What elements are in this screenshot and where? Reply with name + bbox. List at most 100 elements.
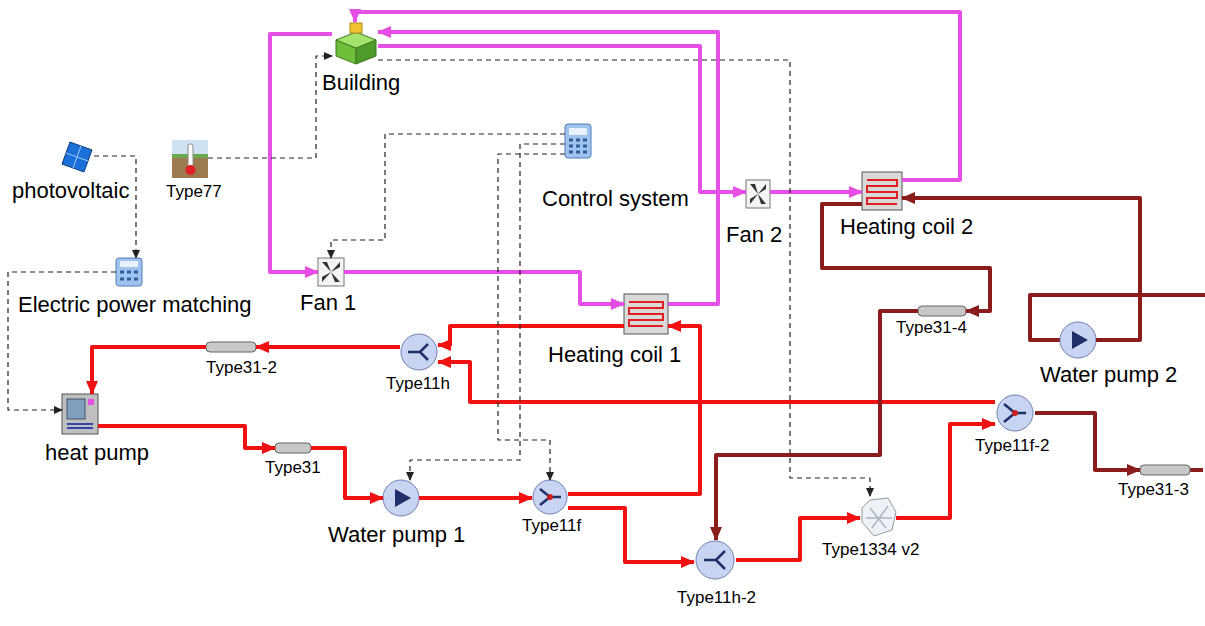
- mixer-icon: [997, 395, 1033, 431]
- component-label: Fan 2: [724, 222, 784, 248]
- calculator-keys: [569, 140, 587, 152]
- coil-tube: [867, 180, 897, 204]
- fan-icon: [746, 180, 770, 208]
- pipe-connector: [438, 362, 995, 402]
- pipe-icon: [1140, 465, 1190, 475]
- calculator-keys: [120, 272, 138, 279]
- fan-blades: [750, 184, 766, 204]
- component-label: Water pump 1: [326, 522, 467, 548]
- component-label: Type77: [164, 182, 224, 202]
- component-label: Type11h: [384, 374, 452, 394]
- pump-triangle: [1072, 331, 1088, 349]
- component-node: Control system: [565, 124, 591, 158]
- pump-icon: [1060, 322, 1096, 358]
- mixer-icon: [533, 480, 567, 514]
- heat-pump-lines: [67, 424, 93, 428]
- pv-grid: [66, 153, 88, 161]
- component-node: Water pump 2: [1060, 322, 1096, 358]
- thermometer-bulb: [186, 165, 196, 175]
- pump-triangle: [395, 489, 411, 507]
- calculator-screen: [569, 128, 587, 135]
- pipe-connector: [256, 345, 400, 349]
- fan-icon: [318, 258, 344, 286]
- pipe-connector: [822, 204, 990, 311]
- component-node: Type11f: [532, 480, 568, 514]
- pipe-connector: [378, 32, 718, 304]
- component-label: Type31-2: [204, 358, 279, 378]
- valve-arrows: [1004, 404, 1026, 422]
- component-label: heat pump: [43, 440, 151, 466]
- component-label: photovoltaic: [10, 178, 131, 204]
- control-signal: [378, 60, 870, 496]
- component-label: Type31: [263, 458, 323, 478]
- calculator-body: [116, 258, 142, 286]
- component-node: Water pump 1: [383, 480, 419, 516]
- component-label: Heating coil 1: [546, 342, 683, 368]
- component-node: Fan 2: [746, 180, 770, 208]
- pipe-connector: [355, 12, 960, 180]
- heat-pump-port: [88, 399, 94, 405]
- building-roof: [336, 32, 376, 48]
- ground-temperature-icon: [172, 140, 208, 178]
- component-node: Type31-4: [918, 306, 966, 316]
- pump-body: [1060, 322, 1096, 358]
- valve-arrows: [540, 489, 561, 505]
- calculator-icon: [565, 124, 591, 158]
- component-node: Type31-2: [206, 342, 256, 352]
- component-node: Electric power matching: [116, 258, 142, 286]
- building-cube: [350, 23, 362, 33]
- valve-arrows: [704, 551, 725, 569]
- pipe-icon: [206, 342, 256, 352]
- component-label: Type11f: [520, 516, 583, 536]
- component-node: Type31: [275, 443, 311, 453]
- calculator-screen: [120, 261, 138, 267]
- coil-housing: [862, 172, 902, 210]
- valve-body: [997, 395, 1033, 431]
- control-signal: [208, 56, 332, 158]
- pipe-icon: [275, 443, 311, 453]
- component-node: Type1334 v2: [860, 496, 896, 536]
- pipe-connector: [378, 46, 746, 192]
- ice-block: [862, 498, 896, 536]
- component-node: Type11h: [400, 333, 438, 371]
- component-label: Type31-4: [894, 318, 969, 338]
- pipe-connector: [344, 272, 624, 304]
- component-label: Electric power matching: [16, 292, 254, 318]
- component-node: Building: [332, 22, 378, 66]
- pipe-connector: [568, 508, 694, 562]
- valve-body: [401, 334, 437, 370]
- ice-storage-icon: [862, 498, 896, 536]
- calculator-icon: [116, 258, 142, 286]
- pump-body: [383, 480, 419, 516]
- component-node: Type11f-2: [995, 395, 1035, 431]
- component-label: Heating coil 2: [838, 214, 975, 240]
- valve-arrows: [408, 344, 428, 360]
- coil-tube: [629, 302, 663, 326]
- valve-body: [533, 480, 567, 514]
- pv-icon: [62, 142, 92, 172]
- pipe-connector: [716, 311, 918, 540]
- component-label: Water pump 2: [1038, 362, 1179, 388]
- thermometer: [188, 144, 193, 168]
- ice-cracks: [866, 506, 892, 528]
- component-node: Type11h-2: [694, 540, 736, 580]
- component-label: Building: [320, 70, 402, 96]
- valve-body: [696, 541, 734, 579]
- heat-pump-icon: [62, 394, 98, 434]
- pipe-connector: [770, 190, 862, 194]
- component-node: Heating coil 2: [862, 172, 902, 210]
- component-node: heat pump: [62, 394, 98, 434]
- fan-blades: [322, 262, 340, 282]
- building-icon: [336, 23, 376, 64]
- pipe-connector: [92, 347, 206, 394]
- fan-housing: [318, 258, 344, 286]
- pipe-connector: [419, 496, 532, 500]
- component-node: Heating coil 1: [624, 294, 668, 334]
- control-signal: [331, 134, 565, 258]
- heating-coil-icon: [862, 172, 902, 210]
- component-node: Type31-3: [1140, 465, 1190, 475]
- fan-housing: [746, 180, 770, 208]
- component-node: Fan 1: [318, 258, 344, 286]
- pipe-stub: [1030, 295, 1205, 340]
